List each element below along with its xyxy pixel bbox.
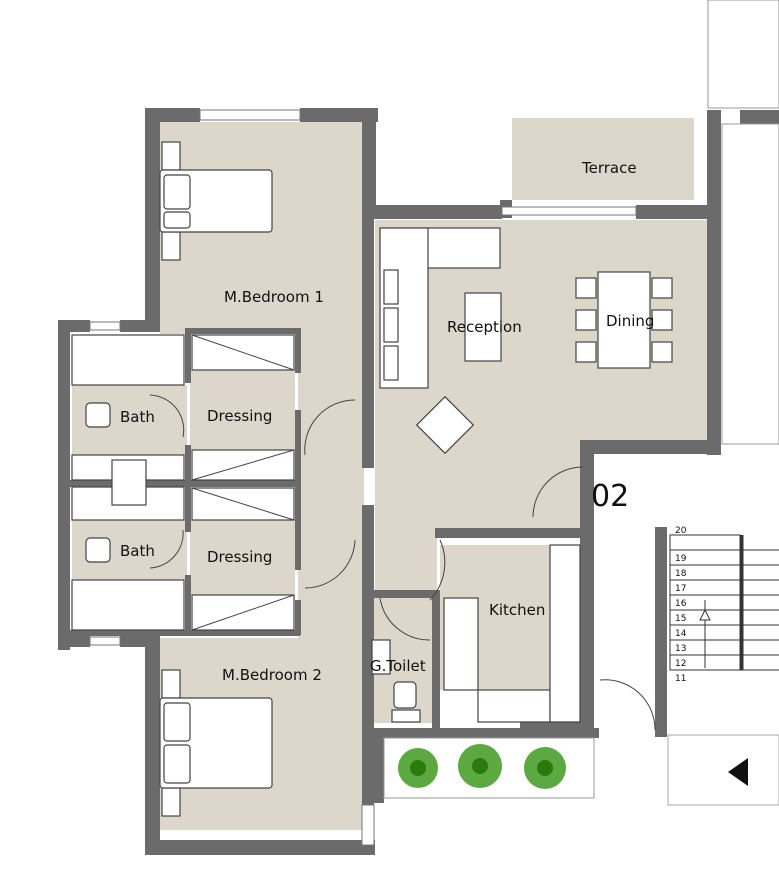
plants: [398, 744, 566, 789]
stair-step-number: 20: [675, 526, 687, 536]
label-dressing2: Dressing: [207, 548, 272, 566]
labels: M.Bedroom 1 M.Bedroom 2 Reception Dining…: [120, 159, 654, 684]
hall-floor: [375, 438, 583, 538]
stair-step-number: 11: [675, 674, 686, 684]
terrace-floor: [512, 118, 694, 200]
stair-step-number: 14: [675, 629, 687, 639]
windows: [89, 109, 637, 846]
label-terrace: Terrace: [581, 159, 637, 177]
doors: [149, 394, 656, 731]
stair-step-number: 17: [675, 584, 686, 594]
hall-floor-2: [375, 530, 437, 600]
label-bedroom1: M.Bedroom 1: [224, 288, 324, 306]
stair-step-number: 12: [675, 659, 686, 669]
plant-icon: [398, 748, 438, 788]
dressing1-floor: [190, 370, 295, 450]
corridor-floor: [298, 330, 364, 642]
label-kitchen: Kitchen: [489, 601, 545, 619]
coffee-table: [464, 292, 502, 362]
unit-number: 02: [591, 479, 629, 514]
label-bath2: Bath: [120, 542, 155, 560]
label-reception: Reception: [447, 318, 522, 336]
label-bath1: Bath: [120, 408, 155, 426]
dressing2-floor: [190, 520, 295, 595]
walls: [58, 108, 779, 855]
stair-step-number: 13: [675, 644, 686, 654]
plant-icon: [524, 747, 566, 789]
armchair: [415, 395, 475, 455]
stair-step-number: 16: [675, 599, 687, 609]
entrance-arrow-icon: [728, 758, 748, 786]
stair-step-number: 15: [675, 614, 686, 624]
furniture: [71, 141, 673, 817]
label-toilet: G.Toilet: [370, 657, 426, 675]
label-dressing1: Dressing: [207, 407, 272, 425]
label-dining: Dining: [606, 312, 654, 330]
label-bedroom2: M.Bedroom 2: [222, 666, 322, 684]
dining-table: [597, 271, 651, 369]
kitchen-counter-left: [443, 597, 479, 691]
stair-step-number: 19: [675, 554, 687, 564]
staircase: 20 19 18 17 16 15 14 13 12 11: [667, 0, 779, 806]
stair-step-number: 18: [675, 569, 687, 579]
plant-icon: [458, 744, 502, 788]
